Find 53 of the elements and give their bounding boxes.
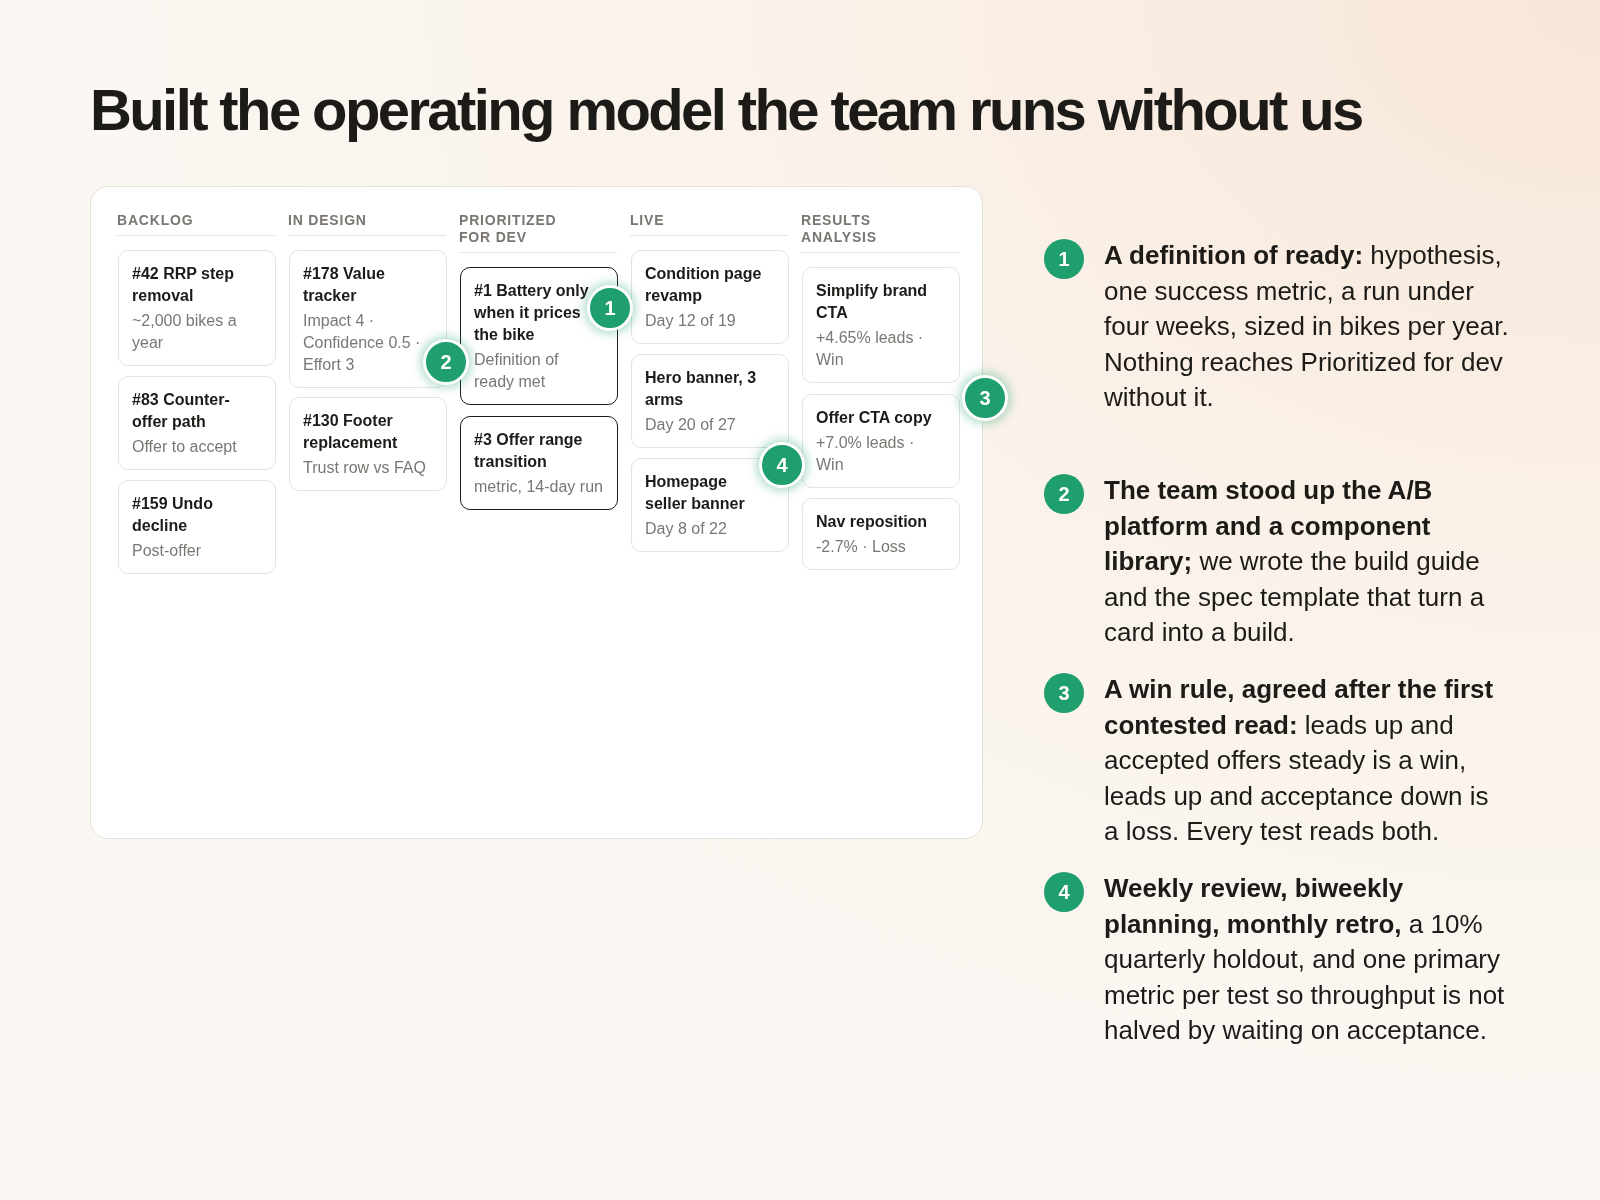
task-card [289, 397, 447, 491]
card-detail: -2.7% · Loss [816, 537, 907, 557]
task-card [118, 480, 276, 574]
card-title: #42 RRP step removal [132, 264, 235, 306]
card-title: #159 Undo decline [132, 494, 214, 536]
card-detail: Day 20 of 27 [645, 415, 737, 435]
card-detail: Offer to accept [132, 437, 238, 457]
card-title: Simplify brand CTA [816, 281, 929, 323]
task-card [631, 250, 789, 344]
card-detail: Day 8 of 22 [645, 519, 728, 539]
card-detail: Post-offer [132, 541, 203, 561]
card-title: Homepage seller banner [645, 472, 746, 514]
card-detail: metric, 14-day run [474, 477, 604, 497]
callout-number: 3 [1044, 673, 1084, 713]
page-title: Built the operating model the team runs without us [90, 76, 1362, 143]
card-detail: +7.0% leads · Win [816, 433, 916, 475]
column-header: LIVE [630, 212, 788, 236]
card-title: Nav reposition [816, 512, 929, 532]
card-title: #83 Counter-offer path [132, 390, 231, 432]
card-title: #3 Offer range transition [474, 430, 584, 472]
card-title: Offer CTA copy [816, 408, 933, 428]
task-card [118, 250, 276, 366]
callout-number: 3 [962, 375, 1008, 421]
task-card [802, 267, 960, 383]
card-title: #130 Footer replacement [303, 411, 399, 453]
card-title: #178 Value tracker [303, 264, 386, 306]
task-card [460, 416, 618, 510]
note-paragraph: Weekly review, biweekly planning, monthly retro, a 10% quarterly holdout, and one primary metric per test so throughput is not halved by waiting on acceptance. [1104, 872, 1506, 1047]
column-header: BACKLOG [117, 212, 275, 236]
task-card [631, 354, 789, 448]
card-title: Condition page revamp [645, 264, 763, 306]
card-detail: Trust row vs FAQ [303, 458, 427, 478]
card-detail: ~2,000 bikes a year [132, 311, 238, 353]
column-header: RESULTS ANALYSIS [801, 212, 959, 253]
card-detail: Definition of ready met [474, 350, 560, 392]
task-card [631, 458, 789, 552]
card-detail: +4.65% leads · Win [816, 328, 925, 370]
note-paragraph: A definition of ready: hypothesis, one success metric, a run under four weeks, sized in bikes per year. Nothing reaches Prioritized for dev without it. [1104, 239, 1509, 414]
card-title: #1 Battery only when it prices the bike [474, 281, 590, 345]
callout-number: 4 [1044, 872, 1084, 912]
column-header: PRIORITIZED FOR DEV [459, 212, 617, 253]
callout-number: 1 [1044, 239, 1084, 279]
column-header: IN DESIGN [288, 212, 446, 236]
task-card [460, 267, 618, 405]
task-card [118, 376, 276, 470]
task-card [802, 498, 960, 570]
note-paragraph: The team stood up the A/B platform and a component library; we wrote the build guide and the spec template that turn a card into a build. [1104, 474, 1486, 649]
note-paragraph: A win rule, agreed after the first contested read: leads up and accepted offers steady is a win, leads up and acceptance down is a loss. Every test reads both. [1104, 673, 1495, 848]
card-detail: Day 12 of 19 [645, 311, 737, 331]
card-title: Hero banner, 3 arms [645, 368, 758, 410]
card-detail: Impact 4 · Confidence 0.5 · Effort 3 [303, 311, 422, 375]
callout-number: 2 [1044, 474, 1084, 514]
task-card [802, 394, 960, 488]
